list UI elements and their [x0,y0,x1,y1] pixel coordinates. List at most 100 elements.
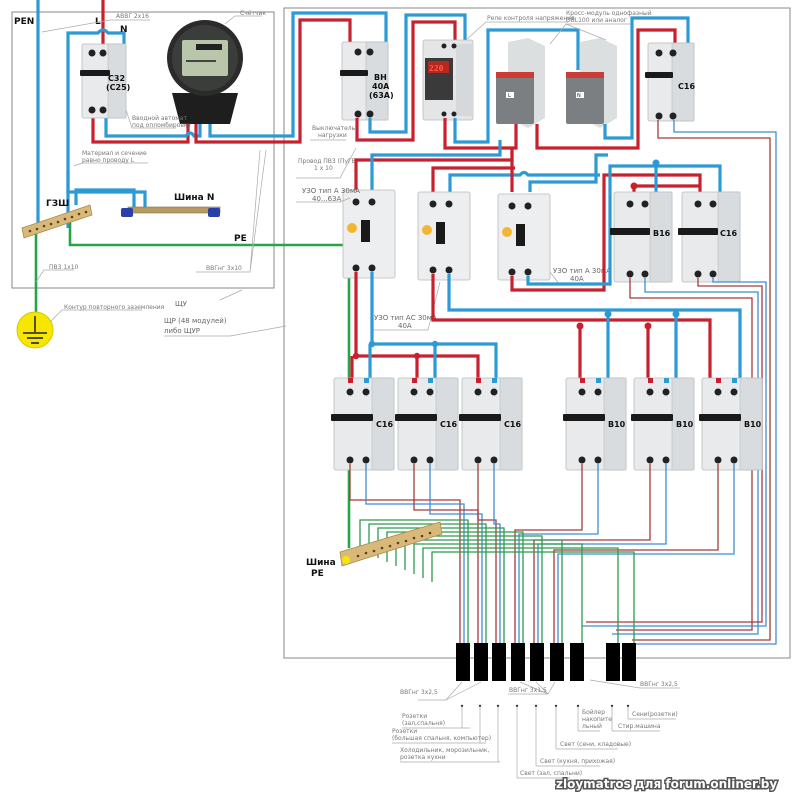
relay-leader [465,21,568,41]
row3-breaker-label: B10 [744,420,762,429]
cable-group1-leader [418,681,482,701]
row3-breaker: C16 [331,377,395,471]
junction-dot [604,310,612,318]
circuit-phase-wire [349,464,461,645]
pe-label: PE [234,234,247,244]
rcd3-feed-n [528,153,608,192]
row3-breaker: C16 [459,377,523,471]
meter-leader [224,15,262,25]
mid-breaker-c16 [678,191,741,283]
circuit-label: Сени(розетки) [632,711,678,718]
mid-breaker-b16-label: B16 [653,229,671,238]
circuit-label: (большая спальня, компьютер) [392,735,491,742]
circuit-pe-wire [368,523,487,645]
pe-bus-label-line2: PE [311,569,324,579]
junction-dot [352,352,360,360]
row3-breaker-label: C16 [504,420,521,429]
c16-out-l [586,278,763,623]
circuit-pointer-line [577,706,600,732]
row3-breaker-label: C16 [376,420,393,429]
main-breaker-note-line1: Вводной автомат [132,115,187,122]
load-switch [340,41,389,121]
cable-block [550,643,564,681]
circuit-neutral-wire [365,464,465,645]
circuit-neutral-wire [537,464,667,645]
circuit-pointer-line [516,706,570,779]
input-cable-leader [41,19,150,33]
circuit-pe-wire [395,535,543,645]
main-breaker-leader [125,109,176,129]
cross-module-note-line1: Кросс-модуль однофазный [566,10,652,17]
ground-electrode-icon [16,311,54,349]
circuit-label: льный [582,723,602,730]
c16-out-n [582,278,767,627]
circuit-neutral-wire [518,464,599,645]
circuit-pe-wire [404,539,563,645]
rcd2-feed-l [431,166,515,192]
switch-relay-n-wire [368,13,467,134]
rcd3-note-line2: 40А [570,275,584,283]
grounding-leader [49,309,142,323]
gzsh-n-link-wire [74,188,136,208]
row3-breaker: B10 [563,377,627,471]
cross-top-c16-l-wire [535,28,677,150]
cross-module-n-label: N [577,93,581,99]
breaker-meter-n-wire [104,116,202,138]
circuit-phase-wire [553,464,719,645]
rcd-1 [342,189,396,279]
rcd3-out-l [510,173,702,292]
row3-breaker: C16 [395,377,459,471]
circuit-label: накопите [582,716,612,723]
load-switch-note-line1: Выключатель [312,125,356,132]
rcd2-feed-n [448,170,600,192]
circuit-pe-wire [413,543,583,645]
circuit-neutral-wire [493,464,501,645]
load-switch-label-line3: (63А) [369,91,394,100]
junction-dot [644,322,652,330]
circuit-label: Свет (зал, спальни) [520,770,582,777]
wire-note-line2: 1 х 10 [314,165,333,172]
cable-block [492,643,506,681]
b10-feed-n [606,314,678,380]
cable-block [570,643,584,681]
meter-to-switch-l-wire [194,18,352,144]
cross-module-l-label: L [508,93,511,99]
circuit-pointer-line [555,706,618,750]
wire-note-line1: Провод ПВ3 (ПуГВ) [298,158,358,165]
junction-dot [576,322,584,330]
mid-breaker-b16 [610,191,673,283]
circuit-label: Розетки [392,728,417,735]
electricity-meter-icon [167,20,243,124]
shu-leader [219,289,243,301]
row3-breaker-label: B10 [608,420,626,429]
junction-dot [431,340,439,348]
row3-breaker: B10 [699,377,763,471]
cross-module-leader [549,23,632,45]
rcd3-note-line1: УЗО тип А 30мА [553,267,611,275]
rcd1-note-line2: 40...63А [312,195,341,203]
cable-group2-leader [508,681,556,695]
meter-to-switch-n-wire [208,11,388,138]
circuit-phase-wire [477,464,497,645]
junction-dot [652,159,660,167]
grounding-note: Контур повторного заземления [64,304,165,311]
circuit-labels: Розетки(зал,спальня)Розетки(большая спал… [392,704,678,779]
circuit-label: Холодильник, морозильник, [400,747,490,754]
row3-breaker: B10 [631,377,695,471]
jumper-leader [73,162,148,167]
rcd2-leader [372,281,441,331]
rcd2-note-line2: 40А [398,322,412,330]
relay-cross-n-wire [453,28,580,144]
b16-out-l [616,278,753,631]
feeder-cable-leader [196,149,267,273]
pe-bus [339,521,443,567]
rcd2-out-l [431,274,712,380]
circuit-pointer-line [402,706,470,729]
earth-wire-leader [35,269,74,283]
jumper-note-line1: Материал и сечение [82,150,147,157]
junction-dot [368,340,376,348]
n-label: N [120,25,128,35]
shu-label: ЩУ [175,300,188,308]
